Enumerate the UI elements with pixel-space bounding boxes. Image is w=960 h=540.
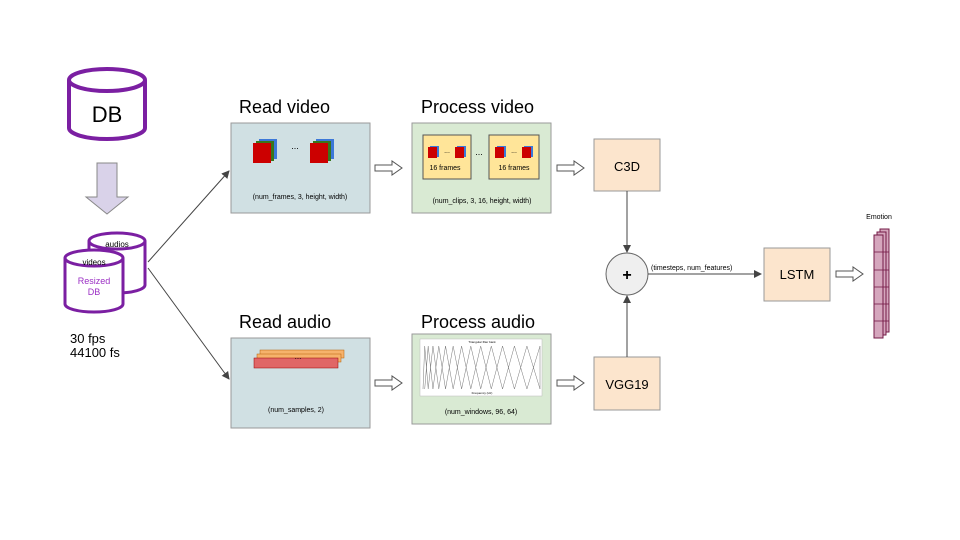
clip-first: ... 16 frames (422, 134, 472, 180)
videos-cylinder: videos Resized DB (63, 248, 125, 314)
filter-triangle (502, 345, 528, 390)
read-video-title: Read video (239, 97, 330, 117)
arrow-lstm-to-emotion (835, 266, 864, 282)
arrow-process-video-to-c3d (556, 160, 585, 176)
clips-dots: ... (475, 147, 483, 157)
fps-label: 30 fps (70, 331, 106, 346)
resized-db-line2: DB (88, 287, 101, 297)
filter-triangle (470, 345, 492, 390)
filter-triangle (461, 345, 481, 390)
arrow-read-to-process-video (374, 160, 403, 176)
emotion-label: Emotion (866, 214, 892, 221)
process-video-panel: ... 16 frames ... ... 16 frames (num_cli… (411, 122, 552, 214)
c3d-label: C3D (614, 159, 640, 174)
resize-arrow (84, 162, 130, 215)
lstm-box: LSTM (763, 247, 831, 302)
clip-last-label: 16 frames (498, 165, 530, 172)
filter-triangle (422, 345, 429, 390)
filter-triangle (526, 345, 541, 390)
filter-bank-curves (422, 345, 541, 390)
videos-label: videos (82, 258, 105, 267)
process-video-title: Process video (421, 97, 534, 117)
filter-bank-title: Triangular filter bank (468, 340, 496, 344)
clip-last: ... 16 frames (488, 134, 540, 180)
connector-to-read-video (147, 170, 230, 263)
process-audio-title: Process audio (421, 312, 535, 332)
c3d-box: C3D (593, 138, 661, 192)
vgg19-box: VGG19 (593, 356, 661, 411)
read-video-panel: ... (num_frames, 3, height, width) (230, 122, 371, 214)
clip-first-dots: ... (444, 148, 450, 155)
connector-to-read-audio (147, 267, 230, 380)
filter-triangle (427, 345, 440, 390)
filter-triangle (452, 345, 472, 390)
lstm-label: LSTM (780, 267, 815, 282)
read-audio-dots: ... (295, 352, 302, 361)
filter-bank-plot: Triangular filter bank Frequency (Hz) (419, 338, 543, 397)
read-audio-panel: ... (num_samples, 2) (230, 337, 371, 429)
read-audio-title: Read audio (239, 312, 331, 332)
filter-triangle (445, 345, 462, 390)
filter-triangle (514, 345, 541, 390)
process-audio-panel: Triangular filter bank Frequency (Hz) (n… (411, 333, 552, 425)
vgg19-label: VGG19 (605, 377, 648, 392)
read-video-shape: (num_frames, 3, height, width) (253, 194, 348, 201)
arrow-process-audio-to-vgg19 (556, 375, 585, 391)
clip-last-dots: ... (511, 148, 517, 155)
arrow-read-to-process-audio (374, 375, 403, 391)
merge-symbol: + (622, 267, 631, 284)
process-video-shape: (num_clips, 3, 16, height, width) (433, 198, 532, 205)
clip-first-label: 16 frames (429, 165, 461, 172)
filter-triangle (480, 345, 503, 390)
video-frame-first (253, 139, 277, 163)
emotion-output-stack (873, 228, 890, 339)
filter-triangle (432, 345, 446, 390)
filter-bank-xlabel: Frequency (Hz) (472, 391, 493, 395)
filter-triangle (491, 345, 515, 390)
read-audio-shape: (num_samples, 2) (268, 407, 324, 414)
read-video-dots: ... (291, 141, 299, 151)
video-frame-last (310, 139, 334, 163)
filter-triangle (424, 345, 434, 390)
merge-node: + (605, 252, 649, 296)
merge-shape: (timesteps, num_features) (651, 265, 732, 272)
fs-label: 44100 fs (70, 345, 120, 360)
db-cylinder: DB (67, 67, 147, 141)
process-audio-shape: (num_windows, 96, 64) (445, 409, 517, 416)
audios-label: audios (105, 240, 129, 249)
db-label: DB (92, 102, 123, 127)
filter-triangle (438, 345, 454, 390)
resized-db-line1: Resized (78, 276, 111, 286)
